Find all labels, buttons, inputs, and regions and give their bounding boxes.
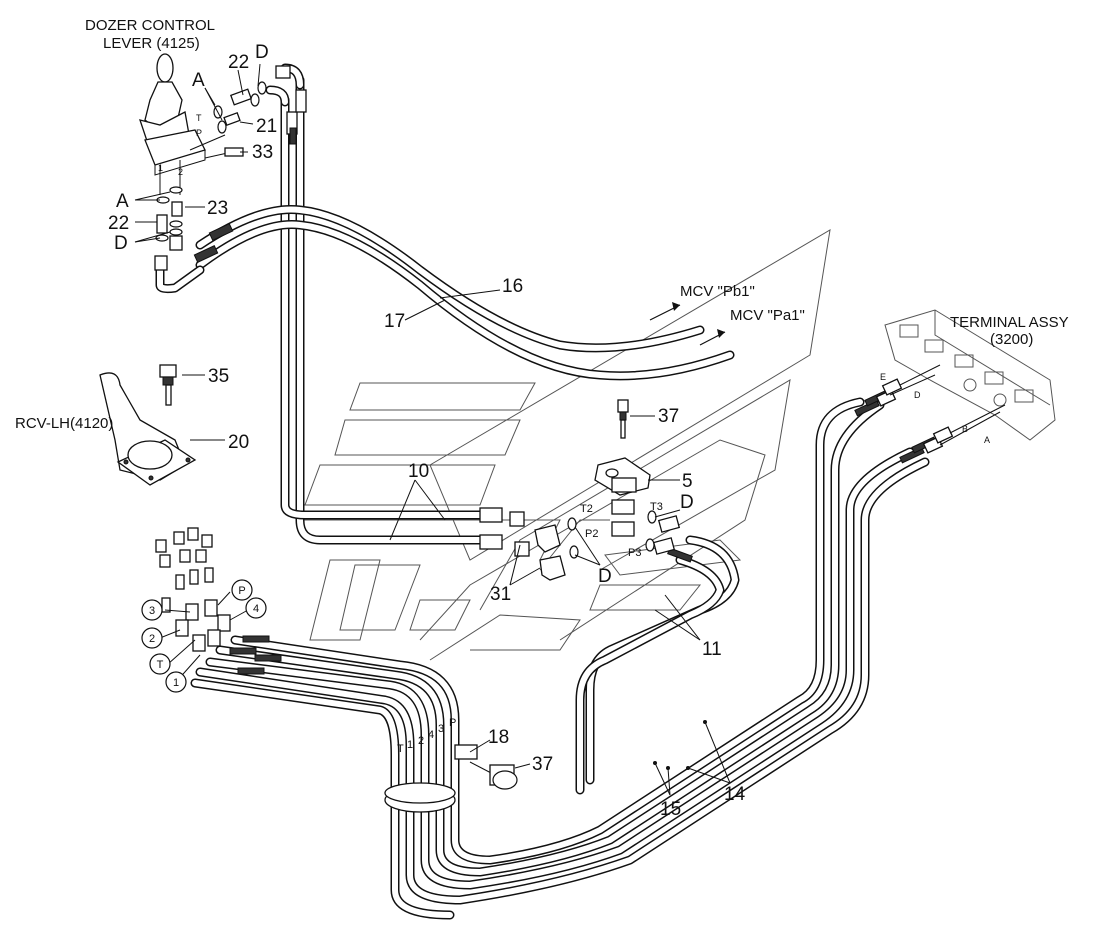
callout-a-top: A [192, 70, 205, 91]
dozer-control-lever-title-line1: DOZER CONTROL [85, 17, 215, 34]
lever-port-p: P [196, 128, 202, 138]
clamp-assembly [384, 744, 518, 813]
callout-15: 15 [660, 799, 681, 820]
callout-22-left: 22 [108, 213, 129, 234]
rcv-lh-valve [99, 364, 231, 652]
callout-23: 23 [207, 198, 228, 219]
callout-5: 5 [682, 471, 693, 492]
port-circle-p: P [231, 579, 253, 601]
terminal-port-e: E [880, 372, 886, 382]
hose-label-4: 4 [428, 729, 434, 741]
hose-label-1: 1 [407, 739, 413, 751]
callout-a-left: A [116, 191, 129, 212]
hose-label-3: 3 [438, 723, 444, 735]
callout-d-top: D [255, 42, 269, 63]
port-circle-callouts: P 3 4 2 T 1 [141, 579, 267, 693]
svg-text:4: 4 [253, 603, 259, 615]
hose-label-t: T [397, 743, 404, 755]
mcv-pa1-label: MCV "Pa1" [730, 307, 805, 324]
port-p3-label: P3 [628, 547, 641, 559]
labels: DOZER CONTROL LEVER (4125) TERMINAL ASSY… [15, 17, 1069, 820]
hydraulic-lines [155, 63, 930, 920]
callout-37-bottom: 37 [532, 754, 553, 775]
callout-33: 33 [252, 142, 273, 163]
port-circle-4: 4 [245, 597, 267, 619]
callout-21: 21 [256, 116, 277, 137]
lever-port-t: T [196, 113, 202, 123]
callout-35: 35 [208, 366, 229, 387]
port-t3-label: T3 [650, 501, 663, 513]
callout-20: 20 [228, 432, 249, 453]
port-t2-label: T2 [580, 503, 593, 515]
terminal-port-d: D [914, 390, 921, 400]
callout-14: 14 [724, 784, 746, 805]
callout-37-top: 37 [658, 406, 679, 427]
svg-text:3: 3 [149, 605, 155, 617]
mcv-arrows [649, 302, 726, 346]
port-circle-2: 2 [141, 627, 163, 649]
svg-text:1: 1 [173, 677, 179, 689]
callout-d-left: D [114, 233, 128, 254]
port-p2-label: P2 [585, 528, 598, 540]
elbow-fittings [479, 507, 566, 581]
leader-lines [134, 63, 731, 796]
terminal-port-a: A [984, 435, 990, 445]
svg-text:2: 2 [149, 633, 155, 645]
port-circle-3: 3 [141, 599, 163, 621]
machine-frame-outline [300, 229, 831, 661]
callout-18: 18 [488, 727, 509, 748]
rcv-lh-title: RCV-LH(4120) [15, 415, 113, 432]
terminal-assy-block [884, 309, 1056, 441]
port-circle-1: 1 [165, 671, 187, 693]
terminal-port-b: B [962, 424, 968, 434]
dozer-control-lever: T P 1 2 [139, 53, 244, 195]
dozer-control-lever-title-line2: LEVER (4125) [103, 35, 200, 52]
callout-d-mid: D [598, 566, 612, 587]
lever-port-2: 2 [178, 167, 183, 177]
hose-label-p: P [449, 717, 456, 729]
lever-port-1: 1 [158, 163, 163, 173]
callout-31: 31 [490, 584, 511, 605]
port-circle-t: T [149, 653, 171, 675]
terminal-assy-title-line2: (3200) [990, 331, 1033, 348]
callout-11: 11 [702, 639, 722, 660]
callout-10: 10 [408, 461, 429, 482]
callout-22-top: 22 [228, 52, 249, 73]
callout-17: 17 [384, 311, 405, 332]
lever-fittings [154, 65, 291, 271]
callout-16: 16 [502, 276, 523, 297]
hose-crimp-marks [193, 89, 937, 675]
mcv-pb1-label: MCV "Pb1" [680, 283, 755, 300]
terminal-fittings [875, 364, 1006, 454]
callout-d-right: D [680, 492, 694, 513]
hose-label-2: 2 [418, 735, 424, 747]
terminal-assy-title-line1: TERMINAL ASSY [950, 314, 1069, 331]
rcv-port-fittings [155, 527, 231, 652]
svg-text:P: P [238, 585, 245, 597]
svg-text:T: T [157, 659, 164, 671]
